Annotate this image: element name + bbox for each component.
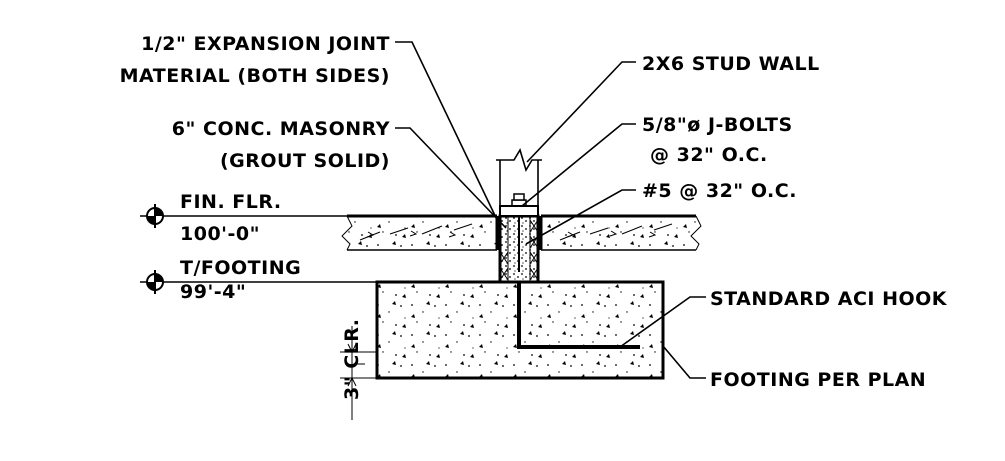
callout-text: FOOTING PER PLAN bbox=[710, 369, 926, 391]
elevation-value: 100'-0" bbox=[180, 223, 260, 245]
slab-left bbox=[341, 214, 499, 251]
stud-wall bbox=[496, 148, 542, 217]
elevation-label: FIN. FLR. bbox=[180, 191, 282, 213]
elevation-target-icon bbox=[146, 270, 164, 294]
elevation-t-footing: T/FOOTING 99'-4" bbox=[140, 257, 377, 303]
clearance-dimension: 3" CLR. bbox=[340, 319, 377, 420]
callout-text: 2X6 STUD WALL bbox=[642, 53, 820, 75]
callout-text: (GROUT SOLID) bbox=[220, 150, 390, 172]
callout-masonry: 6" CONC. MASONRY (GROUT SOLID) bbox=[172, 118, 507, 229]
callout-text: STANDARD ACI HOOK bbox=[710, 288, 948, 310]
callout-text: #5 @ 32" O.C. bbox=[642, 180, 797, 202]
callout-footing: FOOTING PER PLAN bbox=[662, 345, 926, 391]
callout-rebar: #5 @ 32" O.C. bbox=[525, 180, 797, 245]
callout-text: MATERIAL (BOTH SIDES) bbox=[120, 65, 390, 87]
callout-aci-hook: STANDARD ACI HOOK bbox=[619, 288, 948, 348]
clearance-label: 3" CLR. bbox=[341, 319, 363, 401]
slab-right bbox=[539, 214, 702, 251]
callout-text: @ 32" O.C. bbox=[650, 144, 768, 166]
elevation-label: T/FOOTING bbox=[180, 257, 301, 279]
callout-text: 5/8"ø J-BOLTS bbox=[642, 114, 793, 136]
elevation-target-icon bbox=[146, 204, 164, 228]
callout-text: 1/2" EXPANSION JOINT bbox=[141, 33, 390, 55]
rebar-aci-hook bbox=[517, 282, 640, 349]
elevation-value: 99'-4" bbox=[180, 281, 246, 303]
callout-text: 6" CONC. MASONRY bbox=[172, 118, 390, 140]
callout-j-bolts: 5/8"ø J-BOLTS @ 32" O.C. bbox=[521, 114, 793, 207]
elevation-fin-floor: FIN. FLR. 100'-0" bbox=[140, 191, 347, 245]
callout-expansion-joint: 1/2" EXPANSION JOINT MATERIAL (BOTH SIDE… bbox=[120, 33, 501, 227]
callout-stud-wall: 2X6 STUD WALL bbox=[526, 53, 820, 163]
